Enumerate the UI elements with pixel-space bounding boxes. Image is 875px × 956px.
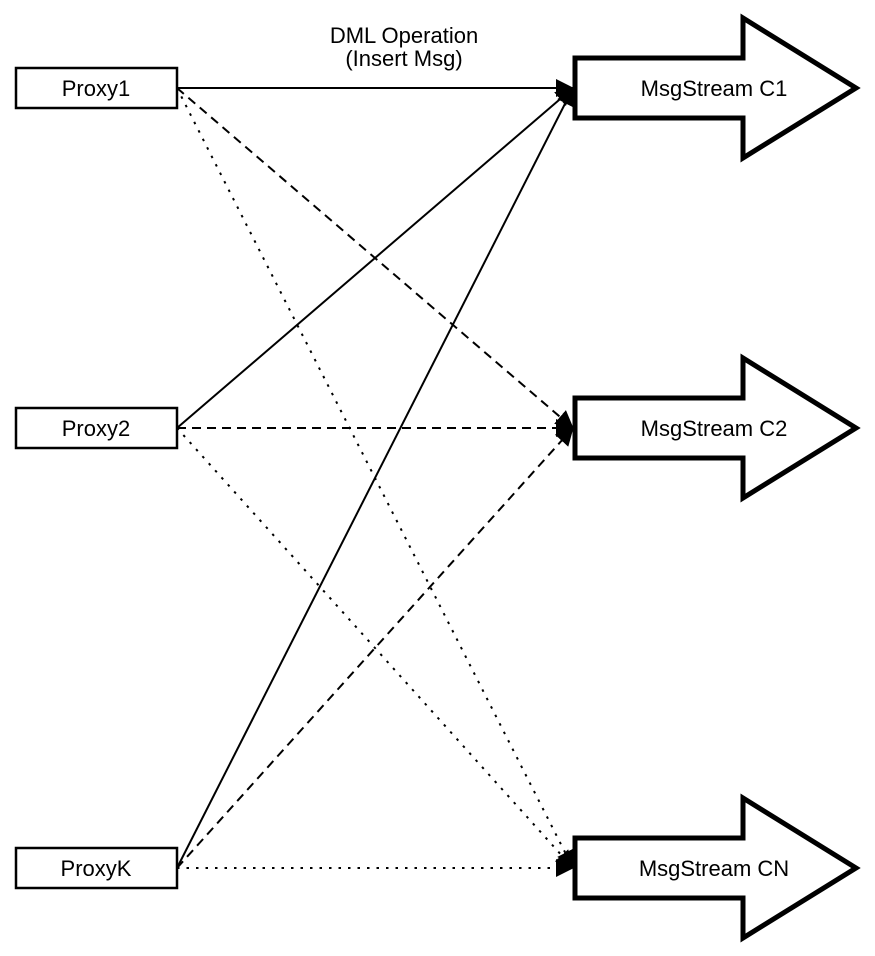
msgstream-c1-node: MsgStream C1 [572, 13, 861, 163]
edge-caption-line2: (Insert Msg) [345, 46, 462, 71]
edge-caption-line1: DML Operation [330, 23, 478, 48]
msgstream-cn-label: MsgStream CN [639, 856, 789, 881]
msgstream-cn-arrow-shape [572, 793, 861, 943]
msgstream-c1-label: MsgStream C1 [641, 76, 788, 101]
msgstream-c2-arrow-shape [572, 353, 861, 503]
msgstream-c1-arrow-shape [572, 13, 861, 163]
proxy2-node: Proxy2 [14, 406, 179, 450]
msgstream-cn-node: MsgStream CN [572, 793, 861, 943]
edge-lines [176, 79, 574, 877]
proxy2-box [14, 406, 179, 450]
proxyk-label: ProxyK [61, 856, 132, 881]
proxy1-node: Proxy1 [14, 66, 179, 110]
proxy1-label: Proxy1 [62, 76, 130, 101]
proxyk-box [14, 846, 179, 890]
proxy2-label: Proxy2 [62, 416, 130, 441]
msgstream-c2-label: MsgStream C2 [641, 416, 788, 441]
edge-proxyk-msgstream-c2-dashed [176, 427, 574, 869]
proxyk-node: ProxyK [14, 846, 179, 890]
msgstream-c2-node: MsgStream C2 [572, 353, 861, 503]
edge-proxy2-msgstream-cn-dotted [176, 427, 574, 869]
edge-proxyk-msgstream-c1-solid [176, 87, 574, 869]
edge-proxy2-msgstream-c1-solid [176, 87, 574, 429]
proxy1-box [14, 66, 179, 110]
